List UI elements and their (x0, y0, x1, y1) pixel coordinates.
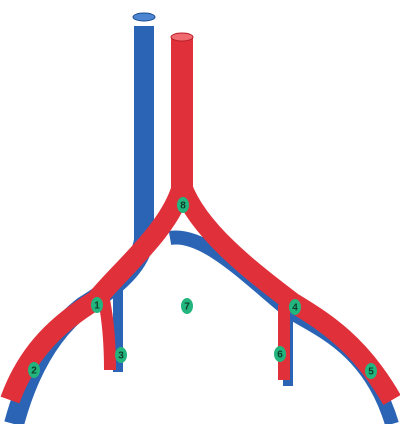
artery-opening (171, 33, 193, 41)
marker-4: 4 (289, 299, 301, 315)
marker-5-label: 5 (368, 367, 374, 378)
marker-8-label: 8 (180, 201, 186, 212)
marker-3: 3 (115, 347, 127, 363)
marker-2: 2 (28, 362, 40, 378)
artery-left-stub (104, 300, 110, 370)
marker-7-label: 7 (184, 302, 190, 313)
marker-5: 5 (365, 363, 377, 379)
marker-1-label: 1 (94, 301, 100, 312)
marker-4-label: 4 (292, 303, 298, 314)
marker-8: 8 (177, 197, 189, 213)
marker-7: 7 (181, 298, 193, 314)
vein-opening (133, 13, 155, 21)
marker-6: 6 (274, 346, 286, 362)
marker-3-label: 3 (118, 351, 124, 362)
marker-6-label: 6 (277, 350, 283, 361)
marker-1: 1 (91, 297, 103, 313)
marker-2-label: 2 (31, 366, 37, 377)
